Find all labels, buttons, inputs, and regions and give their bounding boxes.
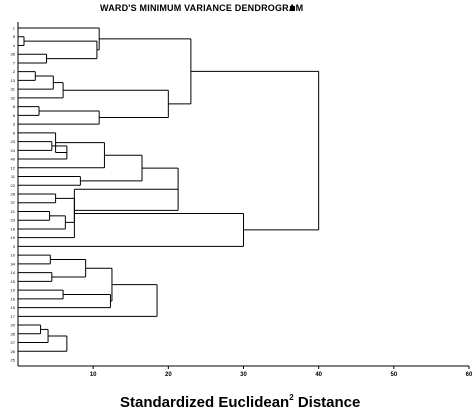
x-tick-label: 60	[466, 372, 473, 378]
leaf-label: 34	[11, 261, 16, 266]
leaf-label: 3	[13, 122, 16, 127]
x-tick-label: 10	[90, 372, 97, 378]
leaf-label: 7	[13, 60, 16, 65]
leaf-label: 19	[11, 288, 16, 293]
leaf-label: 21	[11, 209, 16, 214]
x-axis-label-main: Standardized Euclidean	[120, 394, 290, 411]
leaf-label: 19	[11, 235, 16, 240]
leaf-label: 15	[11, 279, 16, 284]
leaf-label: 3	[13, 244, 16, 249]
leaf-label: 20	[11, 323, 16, 328]
leaf-label: 9	[13, 130, 16, 135]
chart-title: WARD'S MINIMUM VARIANCE DENDROGRAM	[100, 3, 304, 13]
leaf-label: 25	[11, 358, 16, 363]
leaf-label: 24	[11, 148, 16, 153]
leaf-label: 2	[13, 69, 16, 74]
leaf-label: 13	[11, 78, 16, 83]
leaf-label: 10	[11, 253, 16, 258]
leaf-label: 31	[11, 87, 16, 92]
leaf-label: 27	[11, 340, 16, 345]
leaf-label: 6	[13, 113, 16, 118]
leaf-label: 40	[11, 157, 16, 162]
leaf-label: 4	[13, 43, 16, 48]
x-tick-label: 50	[390, 372, 397, 378]
leaf-label: 18	[11, 226, 16, 231]
leaf-label: 16	[11, 296, 16, 301]
leaf-label: 23	[11, 218, 16, 223]
leaf-label: 22	[11, 183, 16, 188]
x-axis-label-superscript: 2	[289, 393, 294, 402]
x-tick-label: 20	[165, 372, 172, 378]
leaf-label: 8	[13, 104, 16, 109]
leaf-label: 5	[13, 34, 16, 39]
leaf-label: 23	[11, 139, 16, 144]
x-axis-label: Standardized Euclidean2 Distance	[120, 393, 360, 411]
leaf-label: 11	[11, 174, 16, 179]
x-tick-label: 30	[240, 372, 247, 378]
x-axis-label-tail: Distance	[293, 394, 361, 411]
x-tick-label: 40	[315, 372, 322, 378]
leaf-label: 14	[11, 270, 16, 275]
leaf-label: 36	[11, 52, 16, 57]
leaf-label: 1	[13, 26, 16, 31]
leaf-label: 28	[11, 192, 16, 197]
leaf-label: 32	[11, 95, 16, 100]
leaf-label: 35	[11, 331, 16, 336]
leaf-label: 26	[11, 349, 16, 354]
title-marker	[290, 6, 295, 11]
leaf-label: 12	[11, 165, 16, 170]
leaf-label: 37	[11, 200, 16, 205]
leaf-label: 17	[11, 314, 16, 319]
leaf-label: 15	[11, 305, 16, 310]
